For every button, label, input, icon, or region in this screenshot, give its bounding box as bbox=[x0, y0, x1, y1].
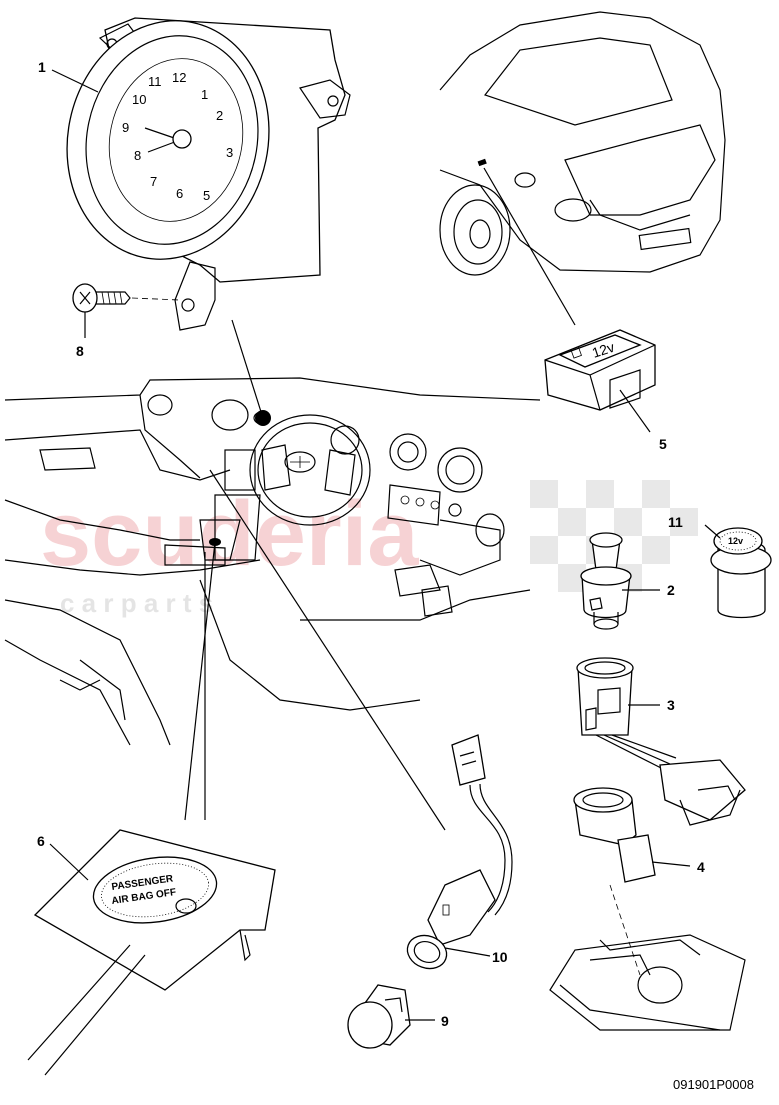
callout-6: 6 bbox=[37, 833, 45, 849]
leader-airbag bbox=[184, 541, 216, 821]
callout-3: 3 bbox=[667, 697, 675, 713]
numeral-1: 1 bbox=[201, 87, 208, 102]
numeral-7: 7 bbox=[150, 174, 157, 189]
screw bbox=[72, 283, 181, 313]
socket-12v-cover: 12v bbox=[544, 329, 656, 411]
callout-leaders bbox=[49, 69, 721, 1021]
center-console bbox=[549, 884, 746, 1031]
watermark-sub: c a r p a r t s bbox=[60, 588, 213, 618]
callout-9: 9 bbox=[441, 1013, 449, 1029]
leader-socket bbox=[209, 469, 446, 831]
callout-5: 5 bbox=[659, 436, 667, 452]
car-front bbox=[439, 11, 726, 326]
cigar-lighter bbox=[580, 532, 632, 630]
numeral-9: 9 bbox=[122, 120, 129, 135]
socket-label: 12v bbox=[590, 339, 616, 361]
numeral-3: 3 bbox=[226, 145, 233, 160]
callout-10: 10 bbox=[492, 949, 508, 965]
reference-code: 091901P0008 bbox=[673, 1077, 754, 1092]
callout-11: 11 bbox=[668, 514, 683, 530]
callout-8: 8 bbox=[76, 343, 84, 359]
watermark-brand: scuderia bbox=[40, 483, 419, 585]
dashboard-clock-location bbox=[255, 410, 271, 426]
callout-2: 2 bbox=[667, 582, 675, 598]
clock-instrument: 12 1 2 3 5 6 7 8 9 10 11 bbox=[66, 17, 351, 331]
callout-4: 4 bbox=[697, 859, 705, 875]
socket-housing bbox=[573, 787, 656, 883]
airbag-off-panel: PASSENGER AIR BAG OFF bbox=[27, 829, 276, 1076]
numeral-5: 5 bbox=[203, 188, 210, 203]
lighter-socket bbox=[576, 657, 746, 826]
numeral-12: 12 bbox=[172, 70, 186, 85]
cap-label: 12v bbox=[728, 536, 743, 546]
lighter-socket-harness bbox=[406, 734, 513, 970]
numeral-6: 6 bbox=[176, 186, 183, 201]
numeral-8: 8 bbox=[134, 148, 141, 163]
numeral-11: 11 bbox=[148, 74, 162, 89]
lighter-insert bbox=[347, 984, 411, 1049]
dashboard-interior bbox=[4, 319, 541, 746]
numeral-2: 2 bbox=[216, 108, 223, 123]
socket-cap-12v: 12v bbox=[710, 527, 772, 619]
callout-1: 1 bbox=[38, 59, 46, 75]
numeral-10: 10 bbox=[132, 92, 146, 107]
